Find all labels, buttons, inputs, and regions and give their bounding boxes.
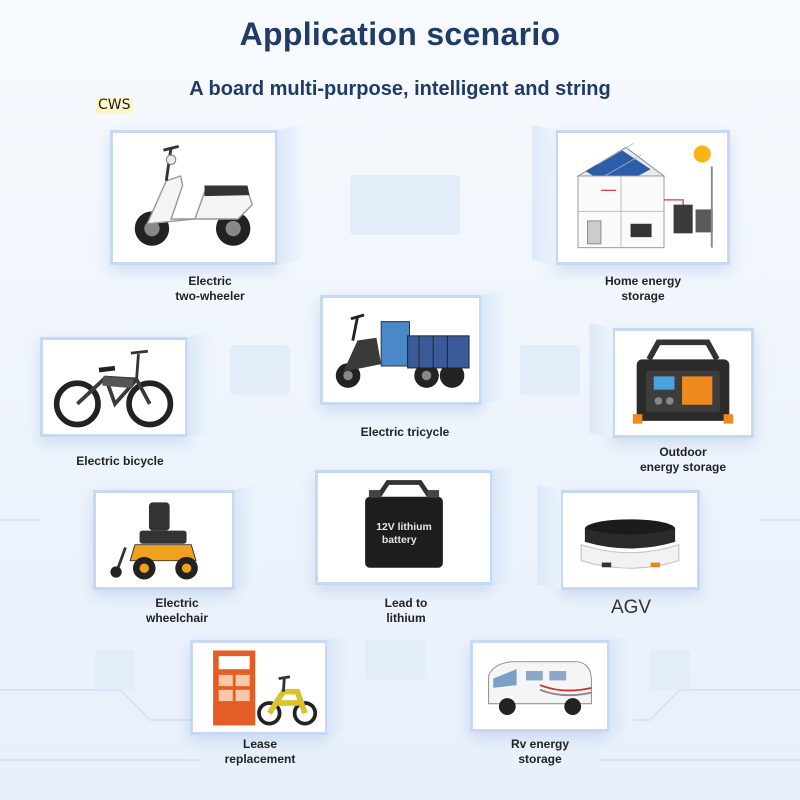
home-energy-icon <box>576 143 713 249</box>
tricycle-label: Electric tricycle <box>360 425 450 439</box>
page-subtitle: A board multi-purpose, intelligent and s… <box>189 78 611 100</box>
power-station-icon <box>632 339 734 424</box>
agv-robot-icon <box>580 519 680 569</box>
wheelchair-icon <box>110 502 198 580</box>
power-station-card[interactable] <box>612 328 754 438</box>
page-title: Application scenario <box>239 16 561 52</box>
rv-icon <box>488 661 592 715</box>
scooter-card[interactable] <box>110 130 278 265</box>
swap-cabinet-card[interactable] <box>190 640 328 735</box>
svg-text:battery: battery <box>382 535 417 546</box>
watermark-text: CWS <box>96 97 133 113</box>
agv-card[interactable] <box>560 490 700 590</box>
svg-text:12V lithium: 12V lithium <box>376 522 432 533</box>
bicycle-card[interactable] <box>40 337 188 437</box>
swap-cabinet-icon <box>213 650 318 726</box>
battery-card[interactable]: 12V lithium battery <box>315 470 493 585</box>
home-energy-card[interactable] <box>555 130 730 265</box>
tricycle-card[interactable] <box>320 295 482 405</box>
tricycle-icon <box>335 313 470 388</box>
wheelchair-card[interactable] <box>93 490 235 590</box>
battery-icon: 12V lithium battery <box>365 480 443 568</box>
bicycle-icon <box>53 349 174 428</box>
rv-card[interactable] <box>470 640 610 732</box>
agv-label: AGV <box>610 597 652 618</box>
bicycle-label: Electric bicycle <box>76 454 164 468</box>
scooter-icon <box>134 144 254 246</box>
